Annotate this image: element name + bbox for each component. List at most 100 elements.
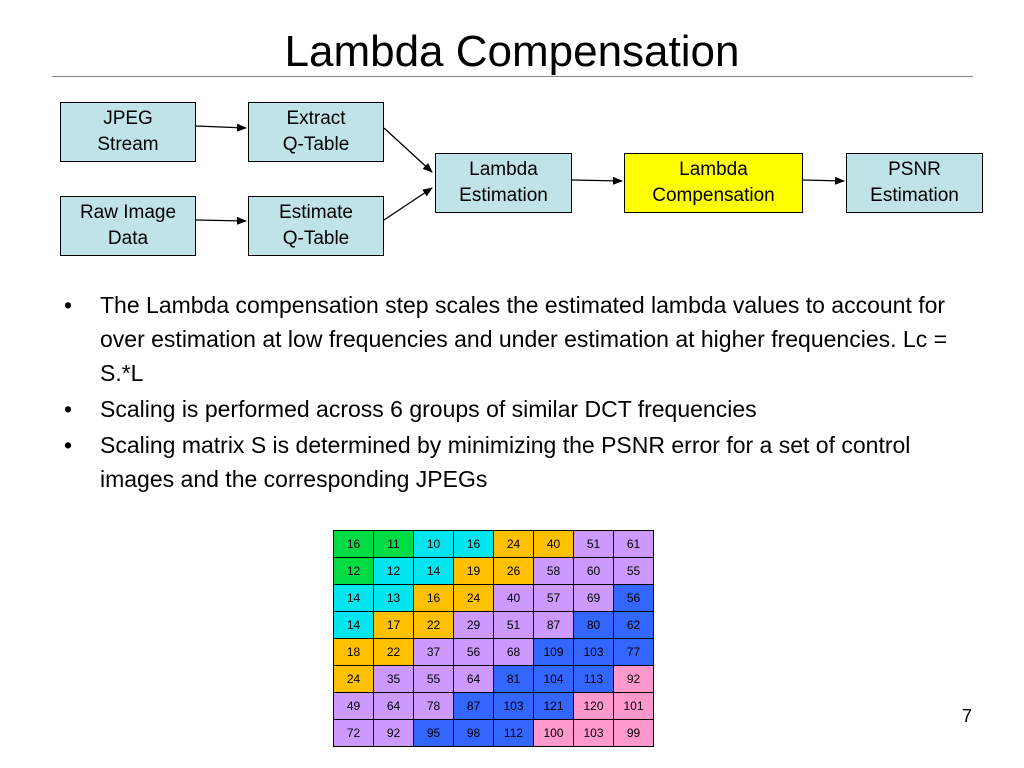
matrix-cell: 101 (613, 692, 654, 720)
matrix-cell: 12 (373, 557, 414, 585)
matrix-cell: 103 (573, 638, 614, 666)
matrix-cell: 55 (613, 557, 654, 585)
matrix-cell: 29 (453, 611, 494, 639)
matrix-cell: 49 (333, 692, 374, 720)
matrix-cell: 56 (613, 584, 654, 612)
psnr-estimation-box: PSNR Estimation (846, 153, 983, 213)
bullet-text: The Lambda compensation step scales the … (100, 292, 948, 386)
matrix-cell: 92 (613, 665, 654, 693)
matrix-cell: 113 (573, 665, 614, 693)
matrix-cell: 56 (453, 638, 494, 666)
matrix-cell: 69 (573, 584, 614, 612)
bullet-text: Scaling is performed across 6 groups of … (100, 396, 757, 422)
bullet-dot: • (64, 432, 73, 458)
matrix-cell: 18 (333, 638, 374, 666)
matrix-cell: 58 (533, 557, 574, 585)
matrix-cell: 92 (373, 719, 414, 747)
matrix-cell: 80 (573, 611, 614, 639)
matrix-cell: 120 (573, 692, 614, 720)
matrix-cell: 14 (333, 584, 374, 612)
matrix-cell: 24 (453, 584, 494, 612)
arrow-extract-to-lambda (383, 127, 433, 173)
matrix-cell: 87 (453, 692, 494, 720)
matrix-cell: 61 (613, 530, 654, 558)
bullet-item: • The Lambda compensation step scales the… (64, 288, 964, 390)
matrix-cell: 10 (413, 530, 454, 558)
bullet-dot: • (64, 292, 73, 318)
matrix-cell: 95 (413, 719, 454, 747)
matrix-cell: 64 (453, 665, 494, 693)
matrix-cell: 72 (333, 719, 374, 747)
matrix-cell: 64 (373, 692, 414, 720)
matrix-cell: 100 (533, 719, 574, 747)
matrix-cell: 13 (373, 584, 414, 612)
matrix-cell: 14 (413, 557, 454, 585)
matrix-cell: 16 (453, 530, 494, 558)
matrix-cell: 22 (413, 611, 454, 639)
raw-image-data-box: Raw Image Data (60, 196, 196, 256)
arrow-jpeg-to-extract (195, 123, 247, 132)
matrix-cell: 68 (493, 638, 534, 666)
matrix-cell: 35 (373, 665, 414, 693)
jpeg-stream-box: JPEG Stream (60, 102, 196, 162)
matrix-cell: 57 (533, 584, 574, 612)
matrix-cell: 24 (333, 665, 374, 693)
matrix-cell: 109 (533, 638, 574, 666)
slide-title: Lambda Compensation (284, 27, 740, 76)
matrix-cell: 98 (453, 719, 494, 747)
matrix-cell: 104 (533, 665, 574, 693)
matrix-cell: 51 (493, 611, 534, 639)
matrix-cell: 37 (413, 638, 454, 666)
matrix-cell: 24 (493, 530, 534, 558)
matrix-cell: 26 (493, 557, 534, 585)
matrix-cell: 103 (573, 719, 614, 747)
matrix-cell: 16 (333, 530, 374, 558)
matrix-cell: 40 (533, 530, 574, 558)
matrix-cell: 121 (533, 692, 574, 720)
matrix-cell: 40 (493, 584, 534, 612)
extract-qtable-box: Extract Q-Table (248, 102, 384, 162)
matrix-cell: 81 (493, 665, 534, 693)
matrix-cell: 60 (573, 557, 614, 585)
estimate-qtable-box: Estimate Q-Table (248, 196, 384, 256)
matrix-cell: 87 (533, 611, 574, 639)
matrix-cell: 11 (373, 530, 414, 558)
matrix-cell: 51 (573, 530, 614, 558)
arrow-lambda-to-compensation (571, 176, 623, 185)
matrix-cell: 12 (333, 557, 374, 585)
matrix-cell: 22 (373, 638, 414, 666)
matrix-cell: 99 (613, 719, 654, 747)
arrow-raw-to-estimate (195, 216, 247, 225)
matrix-cell: 19 (453, 557, 494, 585)
lambda-estimation-box: Lambda Estimation (435, 153, 572, 213)
page-number: 7 (961, 706, 972, 726)
matrix-cell: 103 (493, 692, 534, 720)
matrix-cell: 78 (413, 692, 454, 720)
arrow-compensation-to-psnr (802, 176, 845, 185)
matrix-cell: 112 (493, 719, 534, 747)
lambda-compensation-box: Lambda Compensation (624, 153, 803, 213)
matrix-cell: 16 (413, 584, 454, 612)
matrix-cell: 17 (373, 611, 414, 639)
matrix-cell: 62 (613, 611, 654, 639)
bullet-dot: • (64, 396, 73, 422)
matrix-cell: 77 (613, 638, 654, 666)
arrow-estimate-to-lambda (383, 187, 433, 221)
matrix-cell: 55 (413, 665, 454, 693)
bullet-text: Scaling matrix S is determined by minimi… (100, 432, 911, 492)
bullet-item: • Scaling matrix S is determined by minim… (64, 428, 964, 496)
matrix-cell: 14 (333, 611, 374, 639)
title-divider (52, 76, 973, 77)
bullet-list: • The Lambda compensation step scales the… (64, 288, 964, 498)
bullet-item: • Scaling is performed across 6 groups of… (64, 392, 964, 426)
